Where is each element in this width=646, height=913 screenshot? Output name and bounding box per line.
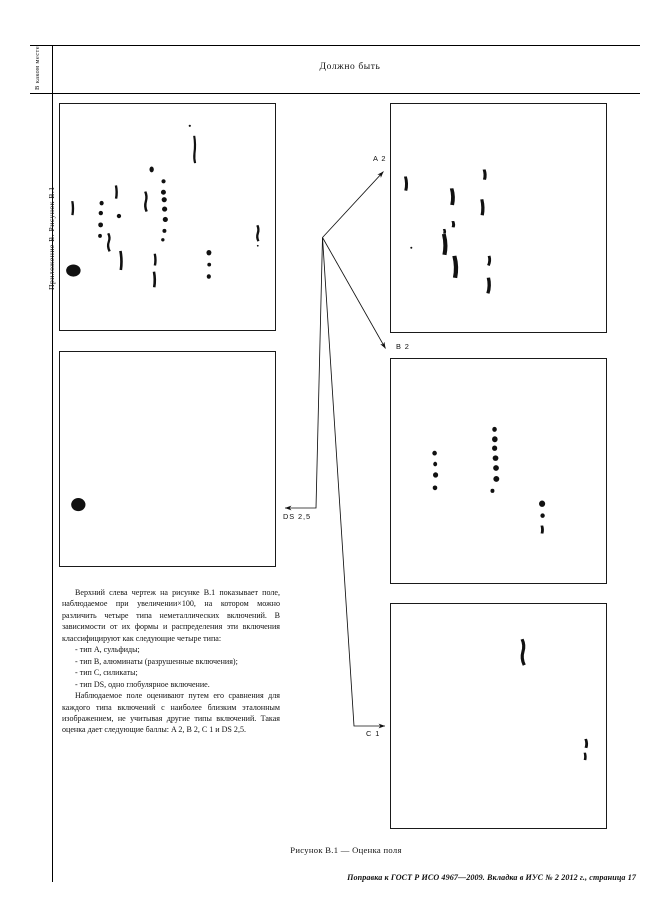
arrow-to-type-a [322,171,384,238]
sidebar-column-header: В каком месте [34,46,41,90]
label-type-c: C 1 [366,729,381,738]
type-c-silicates-panel [390,603,607,829]
figure-caption: Рисунок В.1 — Оценка поля [290,845,402,855]
body-paragraph-1: Верхний слева чертеж на рисунке В.1 пока… [62,588,280,643]
top-rule [30,45,640,46]
type-a-sulfides-panel [390,103,607,333]
label-type-a: A 2 [373,154,387,163]
type-b-micrograph [432,426,546,534]
body-bullet-type-b: - тип B, алюминаты (разрушенные включени… [75,656,238,666]
observed-field-panel [59,103,276,331]
correction-footer: Поправка к ГОСТ Р ИСО 4967—2009. Вкладка… [347,873,636,882]
header-bottom-rule [30,93,640,94]
explanatory-text: Верхний слева чертеж на рисунке В.1 пока… [62,587,280,736]
arrow-to-type-b [322,237,386,349]
type-ds-globular-panel [59,351,276,567]
body-bullet-type-a: - тип A, сульфиды; [75,645,140,655]
sidebar-appendix-label: Приложение В. Рисунок В.1 [47,186,56,290]
label-type-ds: DS 2,5 [283,512,311,521]
observed-field-micrograph [66,124,260,288]
type-ds-micrograph [71,498,86,512]
arrow-to-type-ds [284,237,323,511]
column-divider [52,45,53,882]
type-b-aluminates-panel [390,358,607,584]
page-title: Должно быть [319,62,381,72]
body-bullet-type-c: - тип C, силикаты; [75,668,138,678]
arrow-to-type-c [322,237,386,729]
label-type-b: B 2 [396,342,410,351]
type-a-micrograph [403,169,492,294]
type-c-micrograph [520,638,589,761]
body-bullet-type-ds: - тип DS, одно глобулярное включение. [75,679,210,689]
body-paragraph-2: Наблюдаемое поле оценивают путем его сра… [62,691,280,735]
